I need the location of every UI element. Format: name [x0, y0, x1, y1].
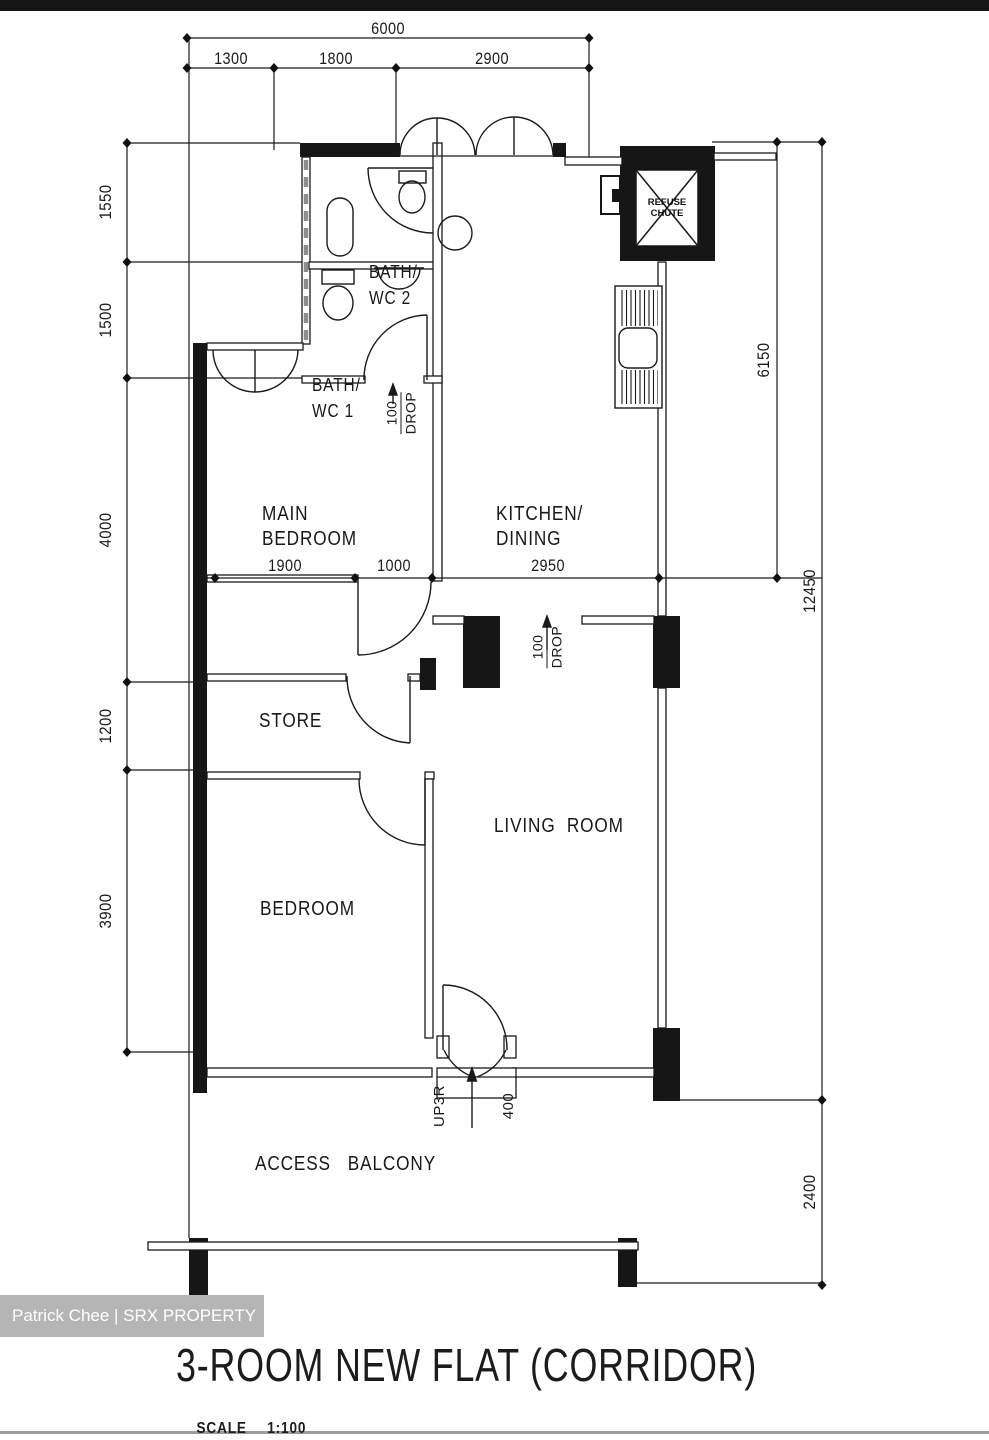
- dim-interior-2950: 2950: [531, 556, 565, 575]
- toilet-tank-wc1: [321, 269, 355, 285]
- partition-walls: [147, 142, 777, 1251]
- bottom-border-bar: [0, 1431, 989, 1434]
- top-border-bar: [0, 0, 989, 11]
- bathtub: [326, 197, 354, 257]
- dim-right-2400: 2400: [800, 1174, 819, 1210]
- room-label-bath-wc1: BATH/WC 1: [312, 375, 361, 421]
- room-label-access-balcony: ACCESS BALCONY: [255, 1153, 437, 1175]
- door-window-swings: [212, 116, 554, 1078]
- refuse-chute: [600, 146, 715, 261]
- room-label-bath-wc2: BATH/WC 2: [369, 262, 418, 308]
- scale-note: SCALE 1:100: [178, 1402, 306, 1440]
- dim-top-1800: 1800: [319, 49, 353, 68]
- dimension-lines: [126, 37, 823, 1285]
- dim-left-4000: 4000: [96, 512, 115, 548]
- structural-walls: [189, 143, 680, 1295]
- dim-interior-1900: 1900: [268, 556, 302, 575]
- basin-wc1: [377, 267, 421, 290]
- toilet-bowl-wc2: [398, 180, 426, 214]
- dim-interior-1000: 1000: [377, 556, 411, 575]
- wash-basin: [437, 215, 473, 251]
- annotation-arrows: [388, 381, 552, 1128]
- dim-right-6150: 6150: [754, 342, 773, 378]
- dim-top-total: 6000: [371, 19, 405, 38]
- room-label-bedroom: BEDROOM: [260, 898, 355, 920]
- room-label-kitchen-dining: KITCHEN/DINING: [496, 503, 584, 550]
- note-100-drop-bath: 100 DROP: [383, 391, 419, 435]
- note-100-drop-kitchen: 100 DROP: [529, 625, 565, 669]
- dim-left-3900: 3900: [96, 893, 115, 929]
- toilet-bowl-wc1: [322, 285, 354, 321]
- scale-value: 1:100: [267, 1420, 307, 1437]
- kitchen-sink: [618, 327, 658, 369]
- watermark: Patrick Chee | SRX PROPERTY: [0, 1295, 264, 1337]
- dim-left-1500: 1500: [96, 302, 115, 338]
- room-label-store: STORE: [259, 710, 323, 732]
- dimension-ticks: [122, 33, 827, 1290]
- note-entrance-steps: UP3R 400: [431, 1084, 517, 1128]
- fixtures: [321, 170, 663, 409]
- dim-left-1200: 1200: [96, 708, 115, 744]
- dim-top-2900: 2900: [475, 49, 509, 68]
- page-title: 3-ROOM NEW FLAT (CORRIDOR): [176, 1339, 758, 1391]
- dim-left-1550: 1550: [96, 184, 115, 220]
- dim-right-12450: 12450: [800, 569, 819, 613]
- dim-top-1300: 1300: [214, 49, 248, 68]
- toilet-tank-wc2: [398, 170, 427, 184]
- room-label-living-room: LIVING ROOM: [494, 815, 624, 837]
- scale-label: SCALE: [196, 1420, 247, 1437]
